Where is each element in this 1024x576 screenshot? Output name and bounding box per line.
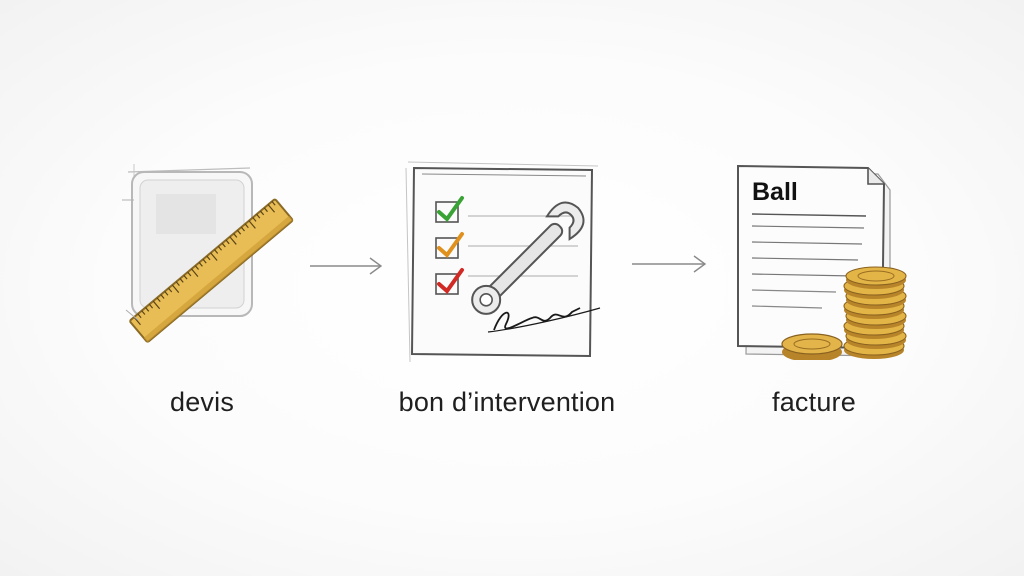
ruler-tick [210,252,218,261]
ruler-tick [156,297,161,303]
ruler-tick [217,246,222,251]
ruler-tick [168,287,173,293]
ruler-tick [179,278,184,283]
ruler-tick [244,223,249,229]
ruler-tick [214,249,219,254]
coin-face [857,270,895,282]
ruler-tick [187,271,192,277]
ruler-tick [194,265,200,270]
ruler-tick [183,274,188,280]
step-label-devis: devis [169,387,235,417]
ruler-tick [248,220,256,229]
ruler-tick [202,258,207,264]
ruler-tick [175,281,180,286]
ruler-tick [198,262,203,267]
invoice-with-coins-icon: Ball [726,160,916,360]
ruler-tick [164,291,169,296]
ruler-tick [263,207,268,213]
ruler-tick [148,303,154,309]
ruler-tick [133,316,141,326]
ruler-tick [141,310,146,315]
ruler-tick [145,307,150,312]
ruler-tick [160,294,165,299]
step-label-bon-intervention: bon d’intervention [398,387,616,417]
step-label-facture: facture [772,387,856,417]
arrow-right-icon [632,255,707,273]
ruler-tick [271,201,276,206]
ruler-tick [152,300,161,310]
ruler-tick [229,236,237,245]
ruler-tick [259,210,265,216]
ruler-on-paper-icon [122,164,294,343]
coin [845,266,907,286]
ruler-tick [237,229,242,235]
ruler-tick [221,242,226,248]
ruler-tick [240,226,245,232]
ruler-tick [233,233,238,238]
ruler-tick [225,239,230,245]
ruler-tick [171,284,180,294]
ruler-tick [137,313,142,319]
ruler-tick [256,213,261,219]
ruler-tick [191,268,199,277]
checklist-wrench-signature-icon [405,161,601,363]
invoice-heading: Ball [752,178,798,206]
ruler-tick [252,217,257,222]
ruler-tick [267,204,276,213]
ruler-tick [206,255,211,261]
arrow-right-icon [310,257,383,275]
